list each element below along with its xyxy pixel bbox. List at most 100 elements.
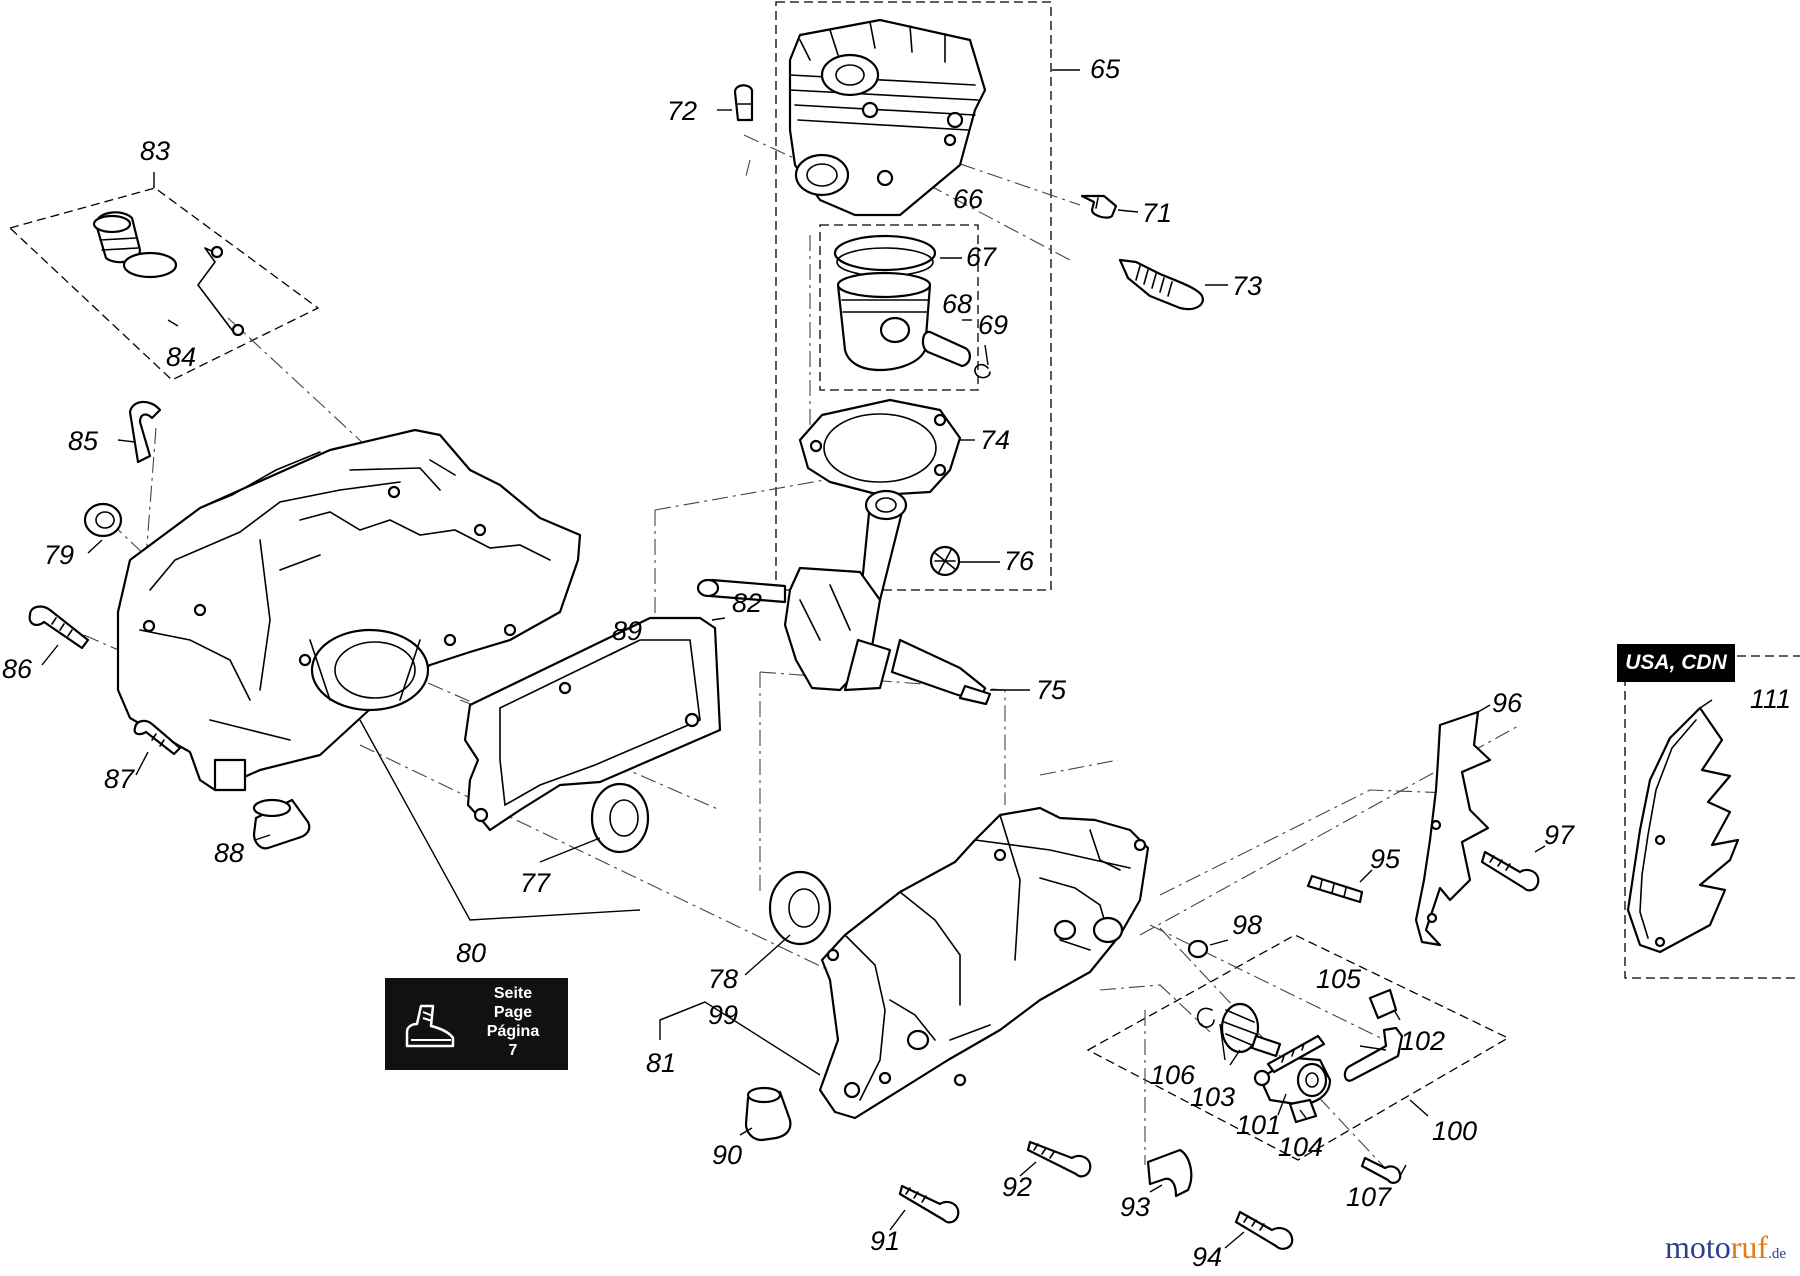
callout-107: 107 xyxy=(1346,1182,1392,1212)
part-90-buffer xyxy=(744,1086,792,1142)
callout-67: 67 xyxy=(966,242,997,272)
callout-78: 78 xyxy=(708,964,738,994)
callout-80: 80 xyxy=(456,938,486,968)
callout-77: 77 xyxy=(520,868,551,898)
callout-89: 89 xyxy=(612,616,642,646)
part-85-clip xyxy=(128,400,162,464)
callout-66: 66 xyxy=(953,184,984,214)
part-91-screw xyxy=(898,1184,960,1224)
callout-91: 91 xyxy=(870,1226,900,1256)
watermark-logo: motoruf.de xyxy=(1665,1229,1786,1266)
watermark-tld: .de xyxy=(1768,1246,1786,1262)
callout-71: 71 xyxy=(1142,198,1172,228)
callout-106: 106 xyxy=(1150,1060,1196,1090)
callout-104: 104 xyxy=(1278,1132,1323,1162)
part-69-circlip xyxy=(974,363,991,379)
region-tag: USA, CDN xyxy=(1617,644,1735,682)
callout-95: 95 xyxy=(1370,844,1401,874)
page-ref-number: 7 xyxy=(508,1042,518,1059)
part-95-stud xyxy=(1306,874,1364,904)
part-92-screw xyxy=(1026,1140,1092,1178)
callout-98: 98 xyxy=(1232,910,1262,940)
watermark-accent: ruf xyxy=(1730,1229,1769,1265)
part-87-screw xyxy=(133,719,182,756)
part-73-spark-plug xyxy=(1118,258,1204,311)
callout-88: 88 xyxy=(214,838,244,868)
part-98-bush xyxy=(1187,939,1209,959)
callout-101: 101 xyxy=(1236,1110,1281,1140)
callout-84: 84 xyxy=(166,342,196,372)
callout-96: 96 xyxy=(1492,688,1523,718)
callout-73: 73 xyxy=(1232,271,1262,301)
page-ref-line-de: Seite xyxy=(493,985,533,1002)
part-82-gasket xyxy=(463,616,722,832)
part-111-bumper-spike xyxy=(1626,706,1740,954)
part-78-bearing xyxy=(768,870,832,946)
part-97-screw xyxy=(1480,850,1540,892)
part-96-bumper-spike xyxy=(1414,710,1492,947)
callout-90: 90 xyxy=(712,1140,742,1170)
callout-87: 87 xyxy=(104,764,135,794)
part-71-valve xyxy=(1080,194,1118,219)
callout-94: 94 xyxy=(1192,1242,1222,1272)
oil-cap-assembly xyxy=(92,211,245,337)
part-94-screw xyxy=(1234,1210,1294,1250)
page-ref-line-es: Página xyxy=(486,1023,540,1040)
chainsaw-boot-icon xyxy=(405,1004,455,1048)
callout-79: 79 xyxy=(44,540,74,570)
callout-69: 69 xyxy=(978,310,1008,340)
part-66-piston xyxy=(836,271,932,372)
callout-92: 92 xyxy=(1002,1172,1032,1202)
leader-lines xyxy=(41,69,1713,1249)
callout-99: 99 xyxy=(708,1000,738,1030)
callout-111: 111 xyxy=(1750,684,1791,714)
part-75-crankshaft xyxy=(696,489,992,706)
callout-74: 74 xyxy=(980,425,1010,455)
part-105-plate xyxy=(1368,988,1398,1020)
page-ref-line-en: Page xyxy=(493,1004,533,1021)
crankcase-left-half xyxy=(116,428,582,792)
part-88-buffer xyxy=(252,798,311,850)
callout-labels: 65 66 67 68 69 71 72 73 74 75 76 77 78 7… xyxy=(2,54,1791,1272)
group-frame-83 xyxy=(8,187,320,381)
part-102-lever xyxy=(1343,1026,1404,1082)
part-79-bearing xyxy=(83,502,123,538)
page-reference-text: Seite Page Página 7 xyxy=(465,984,561,1060)
part-104-clip xyxy=(1288,1098,1318,1124)
crankcase-right-half xyxy=(818,806,1150,1120)
part-67-piston-ring xyxy=(833,234,937,277)
callout-76: 76 xyxy=(1004,546,1035,576)
part-101-oil-pump xyxy=(1253,1034,1332,1106)
callout-97: 97 xyxy=(1544,820,1575,850)
part-77-bearing xyxy=(590,782,650,854)
part-86-screw xyxy=(28,605,90,650)
part-72-screw xyxy=(733,84,754,122)
group-frame-100 xyxy=(1086,934,1510,1161)
callout-105: 105 xyxy=(1316,964,1362,994)
callout-86: 86 xyxy=(2,654,33,684)
part-74-base-gasket xyxy=(798,398,962,497)
page-reference-box: Seite Page Página 7 xyxy=(385,978,568,1070)
callout-83: 83 xyxy=(140,136,170,166)
callout-68: 68 xyxy=(942,289,972,319)
callout-81: 81 xyxy=(646,1048,676,1078)
group-frame-65 xyxy=(775,1,1052,591)
callout-65: 65 xyxy=(1090,54,1121,84)
callout-82: 82 xyxy=(732,588,762,618)
group-frame-66 xyxy=(819,224,979,391)
part-106-circlip xyxy=(1196,1007,1215,1028)
callout-75: 75 xyxy=(1036,675,1067,705)
part-107-screw xyxy=(1360,1156,1402,1184)
part-93-clip xyxy=(1146,1148,1193,1198)
callout-103: 103 xyxy=(1190,1082,1235,1112)
callout-72: 72 xyxy=(667,96,697,126)
callout-85: 85 xyxy=(68,426,99,456)
part-103-worm-gear xyxy=(1220,1002,1282,1058)
part-65-cylinder xyxy=(788,18,987,217)
callout-102: 102 xyxy=(1400,1026,1445,1056)
part-68-piston-pin xyxy=(921,330,971,368)
watermark-main: moto xyxy=(1664,1229,1731,1265)
callout-100: 100 xyxy=(1432,1116,1477,1146)
part-76-needle-bearing xyxy=(929,545,961,577)
